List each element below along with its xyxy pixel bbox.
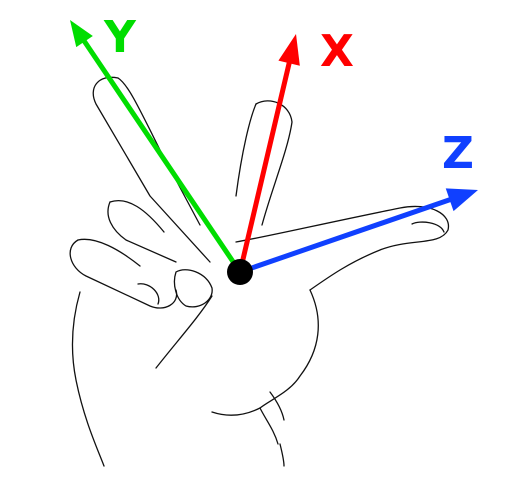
z-axis-arrowhead <box>445 188 478 212</box>
y-axis-arrowhead <box>70 20 93 48</box>
x-axis-label: X <box>320 26 354 77</box>
origin-point <box>227 259 253 285</box>
hand-drawing <box>69 76 450 467</box>
y-axis-label: Y <box>103 12 137 63</box>
z-axis-label: Z <box>442 128 474 179</box>
axes-group <box>70 20 478 275</box>
z-axis-line <box>239 196 453 275</box>
x-axis-arrowhead <box>278 34 300 66</box>
y-axis-line <box>81 38 243 274</box>
x-axis-line <box>237 60 293 273</box>
